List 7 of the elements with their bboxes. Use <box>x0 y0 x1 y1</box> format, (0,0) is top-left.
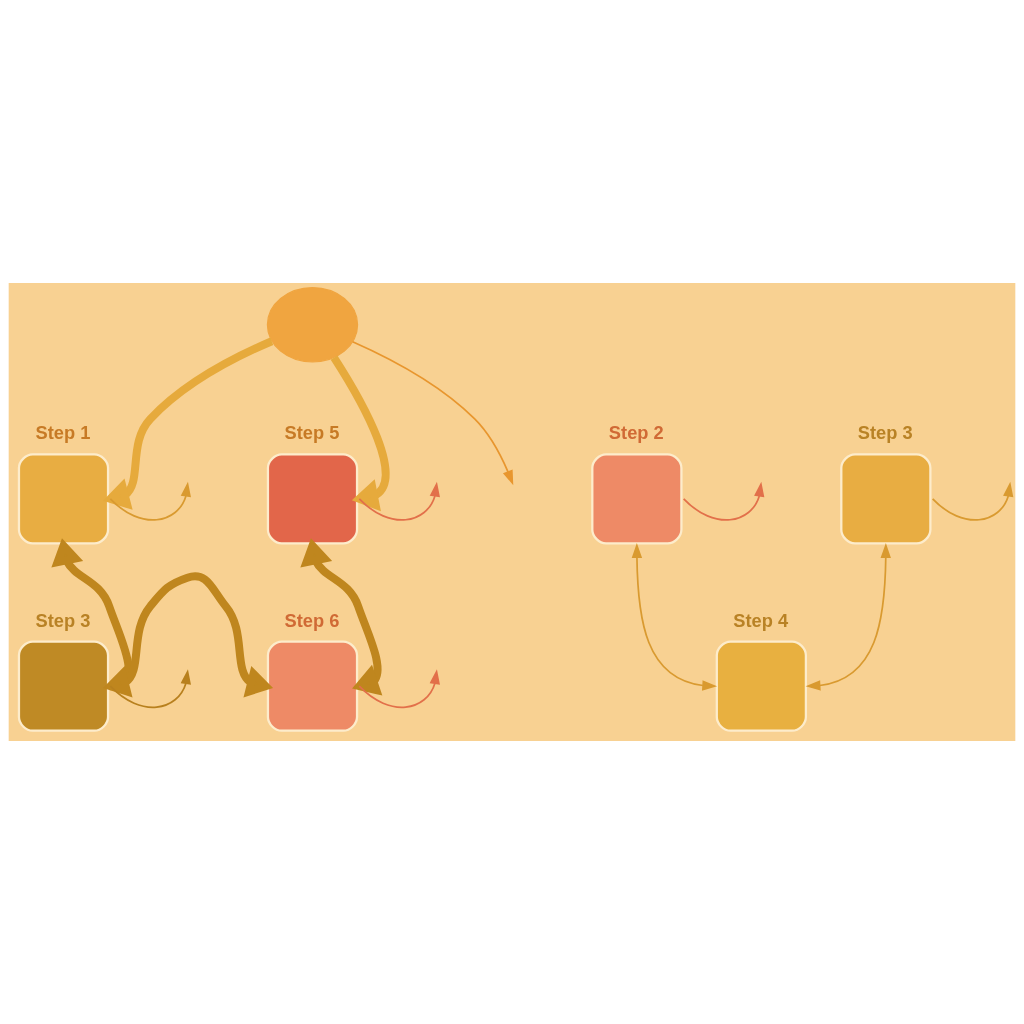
node-label: Step 2 <box>608 422 664 444</box>
node-label: Step 3 <box>35 609 91 631</box>
node-label: Step 3 <box>857 422 913 444</box>
node-label: Step 5 <box>284 422 340 444</box>
node-label: Step 1 <box>35 422 91 444</box>
node-label: Step 6 <box>284 609 340 631</box>
node-label: Step 4 <box>733 609 789 631</box>
